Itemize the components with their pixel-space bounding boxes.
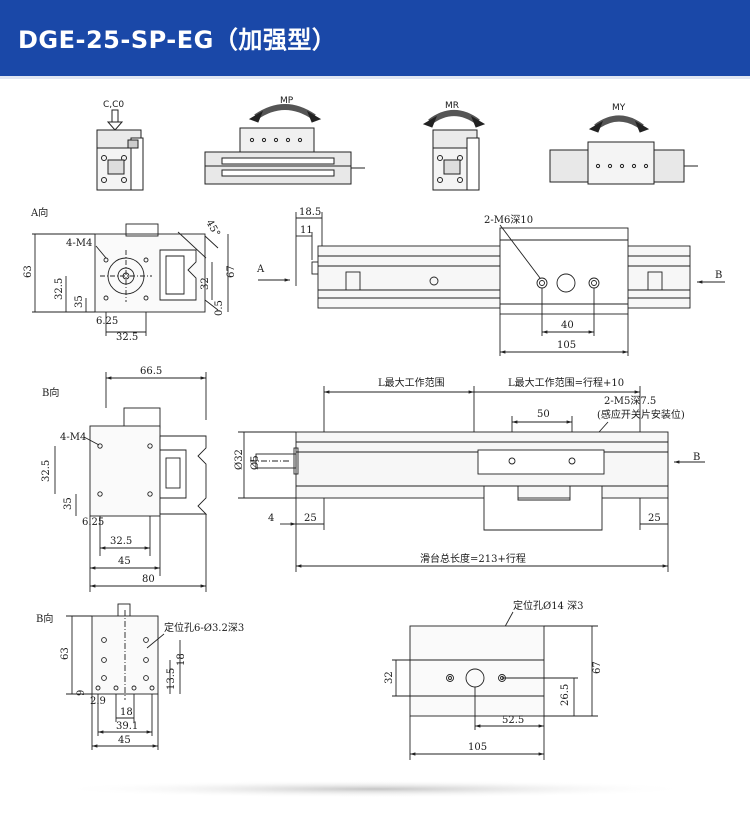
view-b1-dim-80: 80	[142, 574, 155, 585]
side-view-dia-5: Ø5	[250, 455, 261, 470]
label-c-co: C,C0	[103, 100, 124, 110]
top-view-dim-11: 11	[300, 225, 313, 236]
view-a-dim-63: 63	[23, 265, 34, 278]
view-a-dim-32: 32	[200, 277, 211, 290]
view-b2-dim-9: 9	[76, 690, 87, 696]
view-b2-dim-63: 63	[60, 647, 71, 660]
view-b1-dim-32-5b: 32.5	[110, 536, 132, 547]
side-view-dim-25b: 25	[648, 513, 661, 524]
page-title: DGE-25-SP-EG（加强型）	[18, 26, 337, 54]
load-icon-my: MY	[549, 103, 698, 185]
side-view-dim-4: 4	[268, 513, 274, 524]
side-view-total: 滑台总长度=213+行程	[420, 552, 526, 565]
view-a-dim-0-5: 0.5	[214, 300, 225, 316]
top-view-dim-18-5: 18.5	[299, 207, 321, 218]
view-a-dim-32-5b: 32.5	[116, 332, 138, 343]
view-a-angle: 45°	[203, 218, 221, 239]
side-view: L最大工作范围 L最大工作范围=行程+10 50 2-M5深7.5 (感应开关片…	[234, 376, 705, 572]
view-b2-title: B向	[36, 612, 53, 625]
view-b1-dim-35: 35	[63, 497, 74, 510]
carriage-dim-52-5: 52.5	[502, 715, 524, 726]
view-b1-title: B向	[42, 386, 59, 399]
view-a: A向 45° 4-M4 63 32.5 35 6.25 32.5 67 32 0…	[23, 206, 237, 343]
view-b2-dim-45: 45	[118, 735, 131, 746]
label-my: MY	[612, 103, 626, 113]
top-view-label-b: B	[715, 270, 722, 281]
load-icon-mr: MR	[422, 101, 486, 191]
view-b1-dim-66-5: 66.5	[140, 366, 162, 377]
view-b2-dim-18b: 18	[120, 707, 133, 718]
carriage-pin: 定位孔Ø14 深3	[513, 599, 583, 612]
label-mr: MR	[445, 101, 459, 111]
view-b2-pin: 定位孔6-Ø3.2深3	[164, 621, 244, 634]
load-icon-c: C,C0	[96, 100, 144, 191]
view-b1-holes: 4-M4	[60, 432, 86, 443]
side-view-dim-25a: 25	[304, 513, 317, 524]
side-view-l-max: L最大工作范围	[378, 376, 445, 389]
view-a-dim-67: 67	[226, 265, 237, 278]
carriage-dim-26-5: 26.5	[560, 684, 571, 706]
view-b-lower: B向 定位孔6-Ø3.2深3 63 18 13.5 9 2.9 18 39.1 …	[36, 603, 244, 750]
side-view-holes-note: (感应开关片安装位)	[597, 408, 685, 421]
view-a-title: A向	[30, 206, 48, 219]
carriage-dim-67: 67	[592, 661, 603, 674]
view-b2-dim-18: 18	[176, 653, 187, 666]
floor-shadow	[55, 780, 695, 798]
view-b2-dim-13-5: 13.5	[166, 668, 177, 690]
carriage-dim-105: 105	[468, 742, 487, 753]
carriage-dim-32: 32	[384, 671, 395, 684]
view-b1-dim-45: 45	[118, 556, 131, 567]
top-view-dim-40: 40	[561, 320, 574, 331]
top-view-dim-105: 105	[557, 340, 576, 351]
view-a-dim-35: 35	[74, 295, 85, 308]
label-mp: MP	[280, 96, 294, 106]
header-banner: DGE-25-SP-EG（加强型）	[0, 0, 750, 79]
load-icon-mp: MP	[204, 96, 365, 185]
side-view-holes: 2-M5深7.5	[604, 395, 656, 407]
view-b1-dim-6-25: 6.25	[82, 517, 104, 528]
top-view-holes: 2-M6深10	[484, 214, 533, 226]
side-view-dia-32: Ø32	[234, 449, 245, 470]
view-b-upper: B向 66.5 4-M4 32.5 35 6.25 32.5 45 80	[41, 366, 208, 592]
header-rule	[0, 76, 750, 79]
top-view-label-a: A	[256, 264, 265, 275]
view-b1-dim-32-5: 32.5	[41, 460, 52, 482]
side-view-l-eq: L最大工作范围=行程+10	[508, 376, 624, 389]
view-b2-dim-39-1: 39.1	[116, 721, 138, 732]
view-a-dim-6-25: 6.25	[96, 316, 118, 327]
carriage-view: 定位孔Ø14 深3 67 32 26.5 52.5 105	[384, 599, 603, 760]
side-view-dim-50: 50	[537, 409, 550, 420]
side-view-label-b: B	[693, 452, 700, 463]
view-a-dim-32-5: 32.5	[54, 278, 65, 300]
view-a-holes: 4-M4	[66, 238, 92, 249]
top-view: 18.5 11 2-M6深10 40 105 A B	[256, 207, 725, 356]
